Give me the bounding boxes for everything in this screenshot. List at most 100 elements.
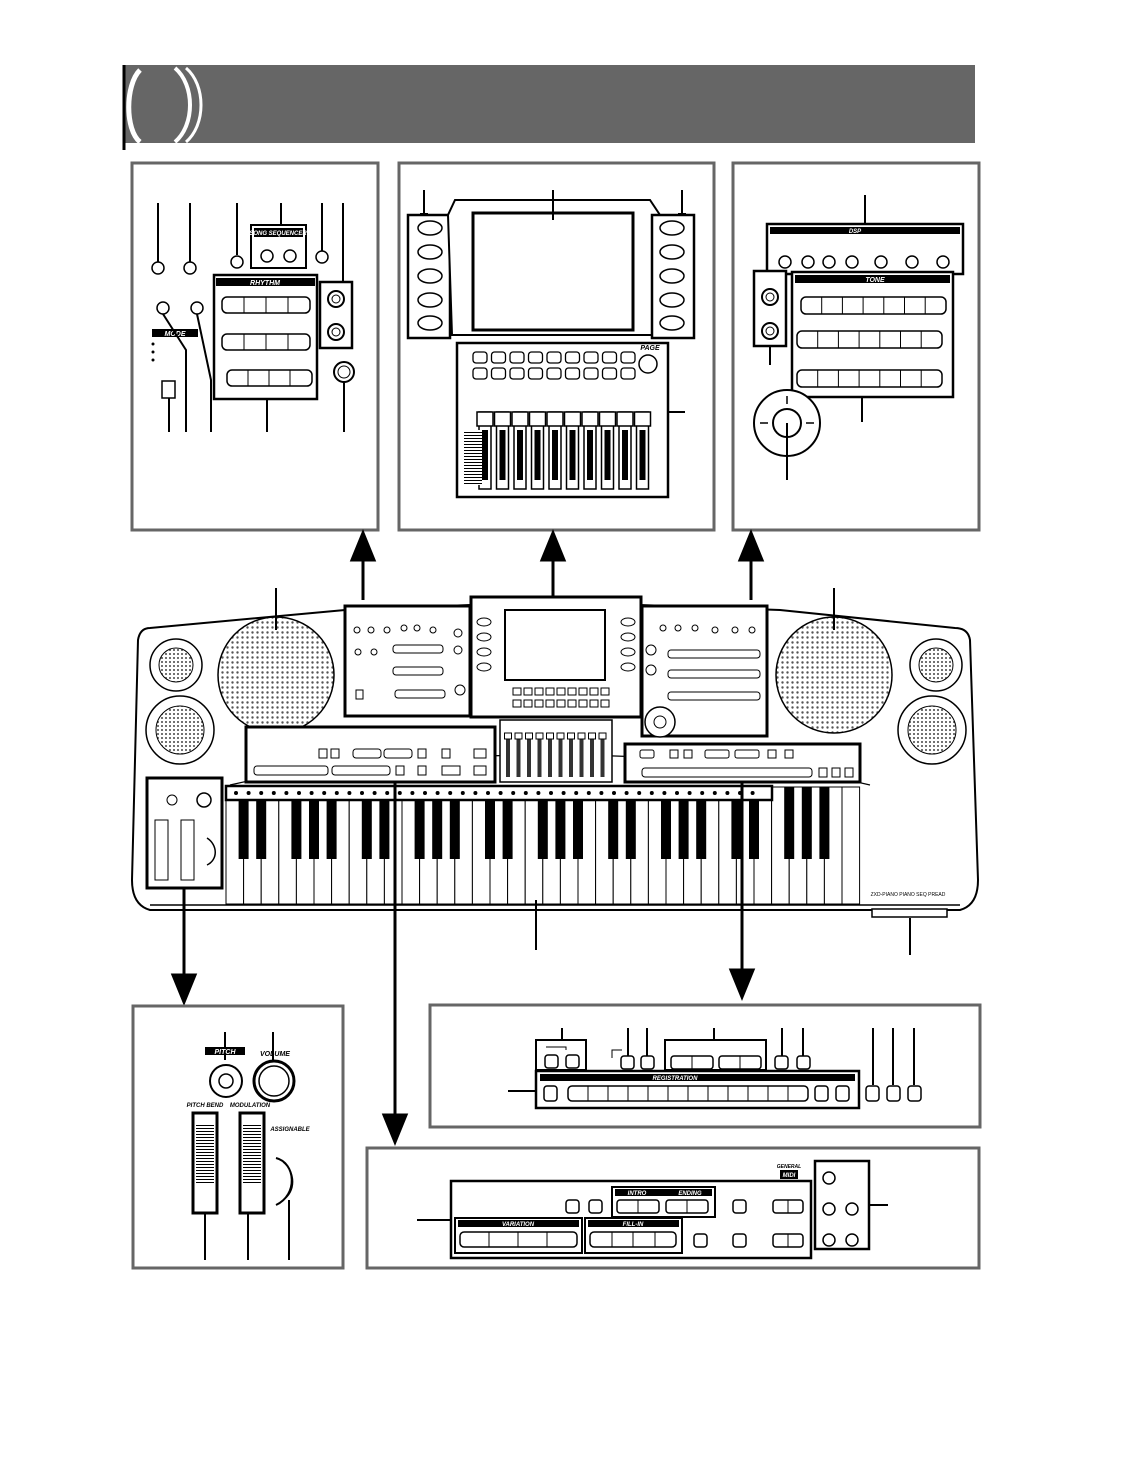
model-text: ZXD-PIANO PIANO SEQ PREAD: [871, 892, 946, 898]
mode-button[interactable]: [156, 301, 170, 315]
mini-fader-knob: [556, 732, 565, 740]
registration-label: REGISTRATION: [653, 1076, 699, 1082]
fader-knob: [476, 411, 494, 427]
mode-switch[interactable]: [161, 380, 176, 399]
drum-icon: [284, 791, 289, 795]
modulation-label: MODULATION: [230, 1103, 271, 1109]
assignable-knob[interactable]: [275, 1157, 294, 1260]
sync-button[interactable]: [151, 261, 165, 275]
start-stop-button[interactable]: [183, 261, 197, 275]
fader-knob: [511, 411, 529, 427]
mini-faders: [499, 719, 613, 783]
drum-icon: [309, 791, 314, 795]
tone-label: TONE: [865, 277, 885, 284]
mini-display: [469, 595, 643, 719]
rhythm-panel: SONG SEQUENCER RHYTHM: [130, 161, 380, 532]
variation-label: VARIATION: [502, 1222, 535, 1228]
mini-button: [534, 687, 544, 696]
up-arrows: [349, 529, 765, 600]
drum-icon: [423, 791, 427, 795]
pitch-label: PITCH: [215, 1049, 237, 1056]
black-key: [361, 787, 372, 859]
mini-fader-knob: [535, 732, 544, 740]
drum-icon: [271, 791, 276, 795]
right-speaker: [775, 616, 893, 734]
fader-knob: [546, 411, 564, 427]
fill-in-label: FILL-IN: [623, 1222, 644, 1228]
mixer-button: [527, 351, 544, 364]
tone-panel: DSP TONE: [731, 161, 981, 532]
mixer-button: [601, 367, 618, 380]
dsp-group: DSP: [765, 195, 965, 276]
modulation-wheel[interactable]: [238, 1111, 266, 1260]
mini-fader-knob: [598, 732, 607, 740]
right-display-buttons: [650, 190, 696, 340]
page-button[interactable]: [638, 354, 658, 374]
mini-button: [567, 699, 577, 708]
tone-knobs: [752, 269, 788, 365]
mini-accomp-section: [244, 725, 497, 784]
tempo-button[interactable]: [230, 255, 244, 269]
drum-icon: [599, 791, 604, 795]
drum-icon: [322, 791, 327, 795]
jog-dial[interactable]: [753, 389, 821, 480]
fader-knob: [598, 411, 617, 427]
mini-fader-knob: [504, 732, 512, 740]
drum-icon: [561, 791, 566, 795]
leader-lines-top: [157, 203, 344, 282]
mixer-section: PAGE: [455, 341, 685, 499]
mini-button: [578, 699, 588, 708]
drum-icon: [549, 791, 553, 795]
mini-fader: [548, 735, 552, 777]
sequencer-button-2[interactable]: [283, 249, 297, 263]
mini-button: [567, 687, 577, 696]
accomp-button[interactable]: [190, 301, 204, 315]
mixer-button: [490, 351, 507, 364]
mini-button: [556, 699, 566, 708]
black-key: [414, 787, 425, 859]
pitch-panel: PITCH VOLUME PITCH BEND MODULATION ASSIG…: [131, 1004, 345, 1270]
black-key: [379, 787, 390, 859]
pitch-bend-label: PITCH BEND: [187, 1103, 224, 1109]
drum-icon: [397, 791, 402, 795]
drum-icon: [410, 791, 415, 795]
drum-icon: [246, 791, 251, 795]
drum-icon: [725, 791, 730, 795]
keyboard-keys: [225, 786, 861, 905]
intro-label: INTRO: [628, 1191, 647, 1197]
black-key: [784, 787, 795, 859]
drum-icon: [637, 791, 642, 795]
mini-fader: [558, 735, 563, 777]
drum-icon: [473, 791, 478, 795]
fader-track: [534, 430, 541, 480]
mini-fader: [537, 735, 542, 777]
drum-icon: [612, 791, 616, 795]
drum-icon: [498, 791, 503, 795]
tone-button-group: TONE: [790, 270, 955, 422]
mini-fader: [516, 735, 521, 777]
mini-fader-knob: [588, 732, 596, 740]
mini-button: [589, 687, 599, 696]
fader-knob: [493, 411, 512, 427]
mixer-button: [620, 351, 636, 364]
sequencer-button-1[interactable]: [260, 249, 274, 263]
mixer-button: [509, 351, 525, 364]
tone-button-row: [796, 369, 943, 388]
fader-track: [517, 430, 523, 480]
mini-button: [523, 687, 533, 696]
mixer-button: [620, 367, 636, 380]
black-key: [291, 787, 302, 859]
mini-fader: [506, 735, 510, 777]
mini-fader: [569, 735, 573, 777]
mini-registration-section: [623, 742, 862, 784]
record-button[interactable]: [315, 250, 329, 264]
fader-knob: [633, 411, 652, 427]
svg-text:MIDI: MIDI: [783, 1173, 796, 1179]
mini-fader-knob: [514, 732, 523, 740]
mini-button: [600, 699, 610, 708]
pitch-bend-wheel[interactable]: [191, 1111, 219, 1260]
song-sequencer-label: SONG SEQUENCER: [249, 231, 307, 237]
mixer-button: [564, 367, 581, 380]
fill-in-group: FILL-IN: [584, 1217, 683, 1254]
